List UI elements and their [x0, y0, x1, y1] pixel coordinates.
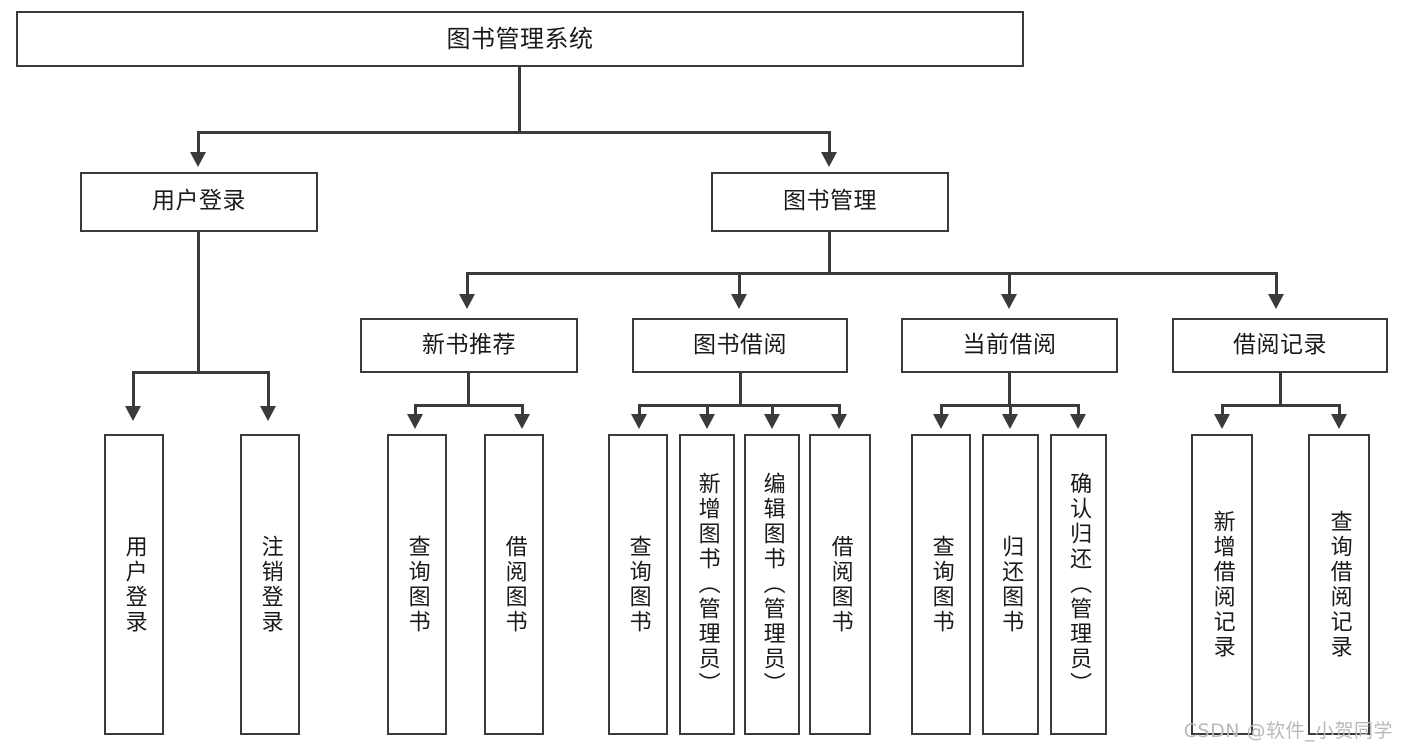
node-label: 新书推荐 [422, 331, 516, 358]
connector-cb-drop-1 [940, 404, 943, 417]
node-leaf-query-book-2[interactable]: 查询图书 [608, 434, 668, 735]
node-label: 注销登录 [257, 534, 283, 635]
arrowhead-new-book-recommend [459, 294, 475, 309]
node-leaf-query-record[interactable]: 查询借阅记录 [1308, 434, 1370, 735]
connector-user-login-drop-1 [132, 371, 135, 410]
node-leaf-borrow-book-2[interactable]: 借阅图书 [809, 434, 871, 735]
arrowhead-leaf-borrow-book-2 [831, 414, 847, 429]
node-label: 图书管理系统 [446, 24, 594, 53]
connector-root-to-user-login [197, 131, 200, 156]
connector-book-management-stem [828, 232, 831, 274]
connector-bb-drop-4 [838, 404, 841, 417]
node-label: 当前借阅 [962, 331, 1057, 358]
node-new-book-recommend[interactable]: 新书推荐 [360, 318, 578, 373]
node-leaf-logout-login[interactable]: 注销登录 [240, 434, 300, 735]
node-root-system[interactable]: 图书管理系统 [16, 11, 1024, 67]
node-leaf-edit-book[interactable]: 编辑图书（管理员） [744, 434, 800, 735]
connector-user-login-bus [132, 371, 270, 374]
node-leaf-add-record[interactable]: 新增借阅记录 [1191, 434, 1253, 735]
connector-root-to-book-management [828, 131, 831, 156]
connector-bb-drop-1 [638, 404, 641, 417]
connector-bb-drop-3 [771, 404, 774, 417]
connector-nbr-stem [467, 373, 470, 406]
arrowhead-leaf-confirm-return [1070, 414, 1086, 429]
node-leaf-add-book[interactable]: 新增图书（管理员） [679, 434, 735, 735]
arrowhead-current-borrow [1001, 294, 1017, 309]
arrowhead-leaf-logout-login [260, 406, 276, 421]
node-leaf-query-book-1[interactable]: 查询图书 [387, 434, 447, 735]
connector-bb-stem [739, 373, 742, 406]
node-label: 图书借阅 [693, 331, 787, 358]
node-label: 查询图书 [625, 534, 651, 635]
arrowhead-book-borrow [731, 294, 747, 309]
connector-br-drop-2 [1338, 404, 1341, 417]
arrowhead-leaf-return-book [1002, 414, 1018, 429]
node-user-login[interactable]: 用户登录 [80, 172, 318, 232]
node-label: 用户登录 [121, 534, 147, 635]
node-label: 查询图书 [928, 534, 954, 635]
arrowhead-leaf-edit-book [764, 414, 780, 429]
connector-nbr-drop-1 [414, 404, 417, 417]
connector-br-bus [1221, 404, 1341, 407]
node-label: 用户登录 [152, 188, 246, 215]
node-leaf-user-login[interactable]: 用户登录 [104, 434, 164, 735]
node-label: 新增图书（管理员） [694, 472, 720, 697]
connector-root-bus [197, 131, 831, 134]
arrowhead-user-login [190, 152, 206, 167]
connector-bm-drop-4 [1275, 272, 1278, 298]
arrowhead-leaf-query-book-3 [933, 414, 949, 429]
connector-bm-drop-1 [466, 272, 469, 298]
arrowhead-leaf-query-book-2 [631, 414, 647, 429]
arrowhead-leaf-query-record [1331, 414, 1347, 429]
node-current-borrow[interactable]: 当前借阅 [901, 318, 1118, 373]
node-leaf-return-book[interactable]: 归还图书 [982, 434, 1039, 735]
arrowhead-leaf-user-login [125, 406, 141, 421]
node-label: 图书管理 [783, 188, 877, 215]
connector-br-stem [1279, 373, 1282, 406]
connector-bm-drop-2 [738, 272, 741, 298]
node-label: 借阅图书 [501, 534, 527, 635]
node-leaf-confirm-return[interactable]: 确认归还（管理员） [1050, 434, 1107, 735]
arrowhead-leaf-borrow-book-1 [514, 414, 530, 429]
connector-bm-drop-3 [1008, 272, 1011, 298]
connector-cb-stem [1008, 373, 1011, 406]
arrowhead-leaf-add-book [699, 414, 715, 429]
connector-bb-bus [638, 404, 841, 407]
node-label: 归还图书 [998, 534, 1024, 635]
connector-user-login-drop-2 [267, 371, 270, 410]
connector-bb-drop-2 [706, 404, 709, 417]
connector-nbr-bus [414, 404, 524, 407]
node-leaf-borrow-book-1[interactable]: 借阅图书 [484, 434, 544, 735]
arrowhead-book-management [821, 152, 837, 167]
node-label: 编辑图书（管理员） [759, 472, 785, 697]
node-label: 查询借阅记录 [1326, 509, 1352, 660]
node-book-management[interactable]: 图书管理 [711, 172, 949, 232]
watermark-text: CSDN @软件_小贺同学 [1183, 720, 1393, 742]
node-label: 新增借阅记录 [1209, 509, 1235, 660]
node-label: 借阅图书 [827, 534, 853, 635]
connector-cb-drop-2 [1009, 404, 1012, 417]
connector-book-management-bus [466, 272, 1278, 275]
node-label: 查询图书 [404, 534, 430, 635]
connector-user-login-stem [197, 232, 200, 373]
node-book-borrow[interactable]: 图书借阅 [632, 318, 848, 373]
node-label: 借阅记录 [1233, 331, 1327, 358]
arrowhead-leaf-query-book-1 [407, 414, 423, 429]
arrowhead-borrow-record [1268, 294, 1284, 309]
connector-root-stem [518, 67, 521, 133]
node-borrow-record[interactable]: 借阅记录 [1172, 318, 1388, 373]
node-label: 确认归还（管理员） [1066, 472, 1092, 697]
connector-cb-drop-3 [1077, 404, 1080, 417]
connector-nbr-drop-2 [521, 404, 524, 417]
arrowhead-leaf-add-record [1214, 414, 1230, 429]
connector-br-drop-1 [1221, 404, 1224, 417]
node-leaf-query-book-3[interactable]: 查询图书 [911, 434, 971, 735]
